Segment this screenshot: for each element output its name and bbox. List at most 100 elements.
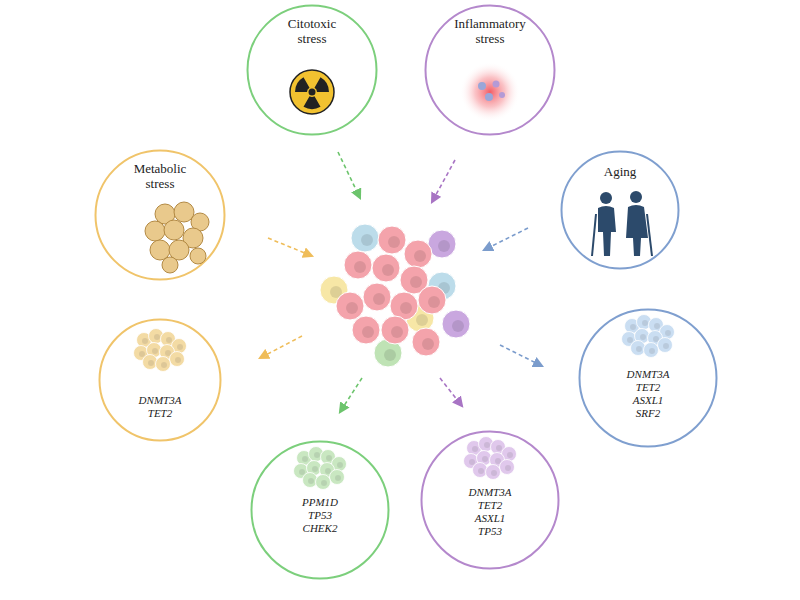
clone-cluster: [464, 437, 517, 480]
cell: [442, 310, 470, 338]
stress-circle: Citotoxic stress: [246, 4, 378, 136]
stress-circle: Inflammatory stress: [424, 4, 556, 136]
cell: [344, 251, 372, 279]
radiation-blade: [293, 76, 312, 97]
clone-cluster: [294, 447, 347, 490]
clone-cluster: [622, 315, 675, 358]
elderly-couple: [592, 191, 652, 256]
fat-cell: [164, 220, 184, 240]
cell: [336, 292, 364, 320]
circle-outline: [562, 152, 679, 269]
stress-circle: Metabolic stress: [94, 149, 226, 281]
inflammation-glow: [460, 62, 520, 122]
cell: [428, 230, 456, 258]
cell: [418, 286, 446, 314]
radiation-symbol: [290, 70, 334, 114]
circle-outline: [96, 151, 225, 280]
dashed-arrow: [260, 336, 302, 358]
stress-label: Inflammatory stress: [444, 16, 536, 46]
radiation-disc: [290, 70, 334, 114]
circle-outline: [252, 442, 389, 579]
immune-particle: [493, 81, 500, 88]
cell: [372, 254, 400, 282]
gene-label: TP53: [455, 525, 525, 538]
cane: [647, 214, 652, 256]
clone-cluster: [134, 329, 187, 372]
red-glow: [460, 62, 520, 122]
dashed-arrow: [484, 228, 528, 250]
cell: [351, 224, 379, 252]
cell: [428, 272, 456, 300]
text-group: DNMT3ATET2ASXL1TP53: [455, 486, 525, 538]
fat-cell: [150, 240, 170, 260]
circle-outline: [248, 6, 377, 135]
immune-particle: [485, 93, 493, 101]
cell: [400, 266, 428, 294]
dashed-arrow: [338, 152, 360, 198]
gene-label: TET2: [125, 407, 195, 420]
gene-label: ASXL1: [613, 394, 683, 407]
cell: [412, 328, 440, 356]
head: [600, 192, 612, 204]
text-group: PPM1DTP53CHEK2: [285, 496, 355, 535]
radiation-core: [309, 89, 316, 96]
dashed-arrow: [268, 238, 312, 256]
fat-cell: [162, 257, 178, 273]
gene-label: TET2: [455, 499, 525, 512]
dashed-arrow: [340, 378, 362, 412]
cell: [404, 240, 432, 268]
dashed-arrows: [260, 152, 542, 412]
cell: [363, 283, 391, 311]
body: [598, 206, 616, 256]
radiation-blade: [304, 96, 321, 109]
cell: [390, 292, 418, 320]
immune-particle: [499, 92, 505, 98]
body: [626, 205, 648, 256]
cell: [406, 304, 434, 332]
stress-circle: Aging: [560, 150, 680, 270]
gene-label: TP53: [285, 509, 355, 522]
dashed-arrow: [500, 345, 542, 366]
outcome-circle: DNMT3ATET2: [98, 318, 222, 442]
head: [630, 191, 642, 203]
fat-cell: [191, 213, 209, 231]
cane: [592, 214, 596, 256]
immune-particle: [478, 82, 486, 90]
text-group: DNMT3ATET2: [125, 394, 195, 420]
stress-label: Aging: [580, 164, 660, 179]
gene-label: ASXL1: [455, 512, 525, 525]
fat-cells: [145, 202, 209, 273]
radiation-blade: [311, 76, 330, 97]
text-group: Aging: [580, 164, 660, 179]
circle-outline-svg: [98, 318, 222, 442]
cell: [352, 316, 380, 344]
fat-cell: [174, 202, 194, 222]
gene-label: DNMT3A: [455, 486, 525, 499]
cell: [320, 276, 348, 304]
outcome-circle: DNMT3ATET2ASXL1SRF2: [578, 308, 718, 448]
fat-cell: [183, 228, 203, 248]
cell: [378, 226, 406, 254]
outcome-circle: DNMT3ATET2ASXL1TP53: [420, 430, 560, 570]
gene-label: PPM1D: [285, 496, 355, 509]
gene-label: DNMT3A: [613, 368, 683, 381]
circle-outline: [100, 320, 221, 441]
cell: [381, 316, 409, 344]
gene-label: CHEK2: [285, 522, 355, 535]
cell: [374, 339, 402, 367]
text-group: Metabolic stress: [124, 161, 196, 191]
circle-outline: [422, 432, 559, 569]
text-group: Inflammatory stress: [444, 16, 536, 46]
fat-cell: [145, 221, 165, 241]
outcome-circle: PPM1DTP53CHEK2: [250, 440, 390, 580]
circle-outline: [426, 6, 555, 135]
text-group: DNMT3ATET2ASXL1SRF2: [613, 368, 683, 420]
fat-cell: [190, 248, 206, 264]
cell-population: [320, 224, 470, 367]
text-group: Citotoxic stress: [276, 16, 348, 46]
dashed-arrow: [440, 378, 462, 406]
